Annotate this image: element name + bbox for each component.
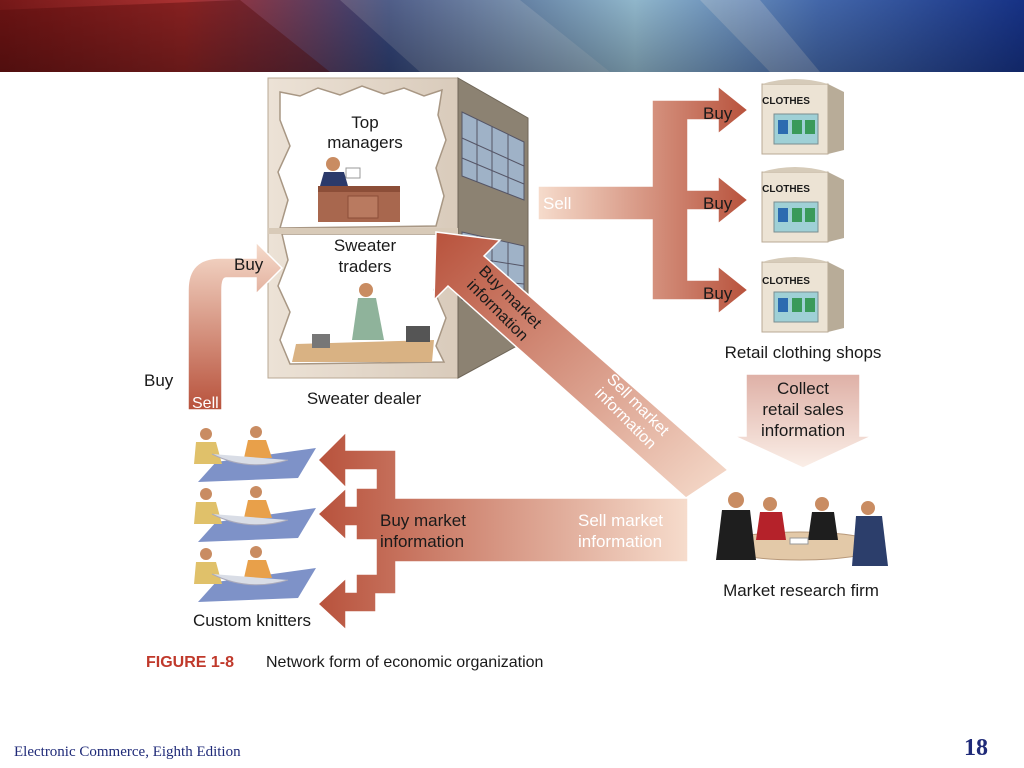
knitter-pair [194,486,316,542]
clothing-shop [761,167,844,243]
trader-figure [352,283,384,340]
diagonal-market-info-arrow [433,231,730,499]
knitter-pair [194,426,316,482]
shop-sign-2: CLOTHES [762,184,810,195]
sweater-traders-label-2: traders [339,257,392,276]
shop-sign-3: CLOTHES [762,276,810,287]
retail-buy-label-3: Buy [703,284,733,303]
manager-figure [320,157,361,186]
retail-sell-label: Sell [543,194,571,213]
collect-label-1: Collect [777,379,829,398]
collect-label-2: retail sales [762,400,843,419]
knitters-sell-label: Sell [192,395,219,412]
slide-page-number: 18 [964,735,988,761]
shop-sign-1: CLOTHES [762,96,810,107]
retail-shops-label: Retail clothing shops [725,343,882,362]
top-managers-label-2: managers [327,133,403,152]
knitters-to-dealer-arrow [187,240,284,411]
market-research-meeting [716,492,888,566]
bottom-market-info-arrow [316,430,689,632]
retail-flow-arrows [537,84,750,316]
clothing-shop [761,257,844,333]
collect-label-3: information [761,421,845,440]
retail-buy-label-2: Buy [703,194,733,213]
bottom-buy-info-2: information [380,532,464,551]
bottom-sell-info-2: information [578,532,662,551]
retail-buy-label-1: Buy [703,104,733,123]
collect-info-arrow [733,373,873,469]
outside-buy-label: Buy [144,371,174,390]
knitter-pair [194,546,316,602]
banner-graphic [0,0,1024,72]
top-managers-label-1: Top [351,113,378,132]
header-banner [0,0,1024,72]
figure-caption: Network form of economic organization [266,654,543,671]
sweater-dealer-label: Sweater dealer [307,389,422,408]
knitters-buy-label: Buy [234,255,264,274]
bottom-buy-info-1: Buy market [380,511,466,530]
footer-book-title: Electronic Commerce, Eighth Edition [14,744,241,760]
custom-knitters-label: Custom knitters [193,611,311,630]
trader-desk [292,326,434,362]
clothing-shop [761,79,844,155]
manager-desk [318,186,400,222]
figure-number: FIGURE 1-8 [146,654,234,671]
sweater-dealer-building [267,77,529,379]
market-research-label: Market research firm [723,581,879,600]
bottom-sell-info-1: Sell market [578,511,663,530]
sweater-traders-label-1: Sweater [334,236,397,255]
